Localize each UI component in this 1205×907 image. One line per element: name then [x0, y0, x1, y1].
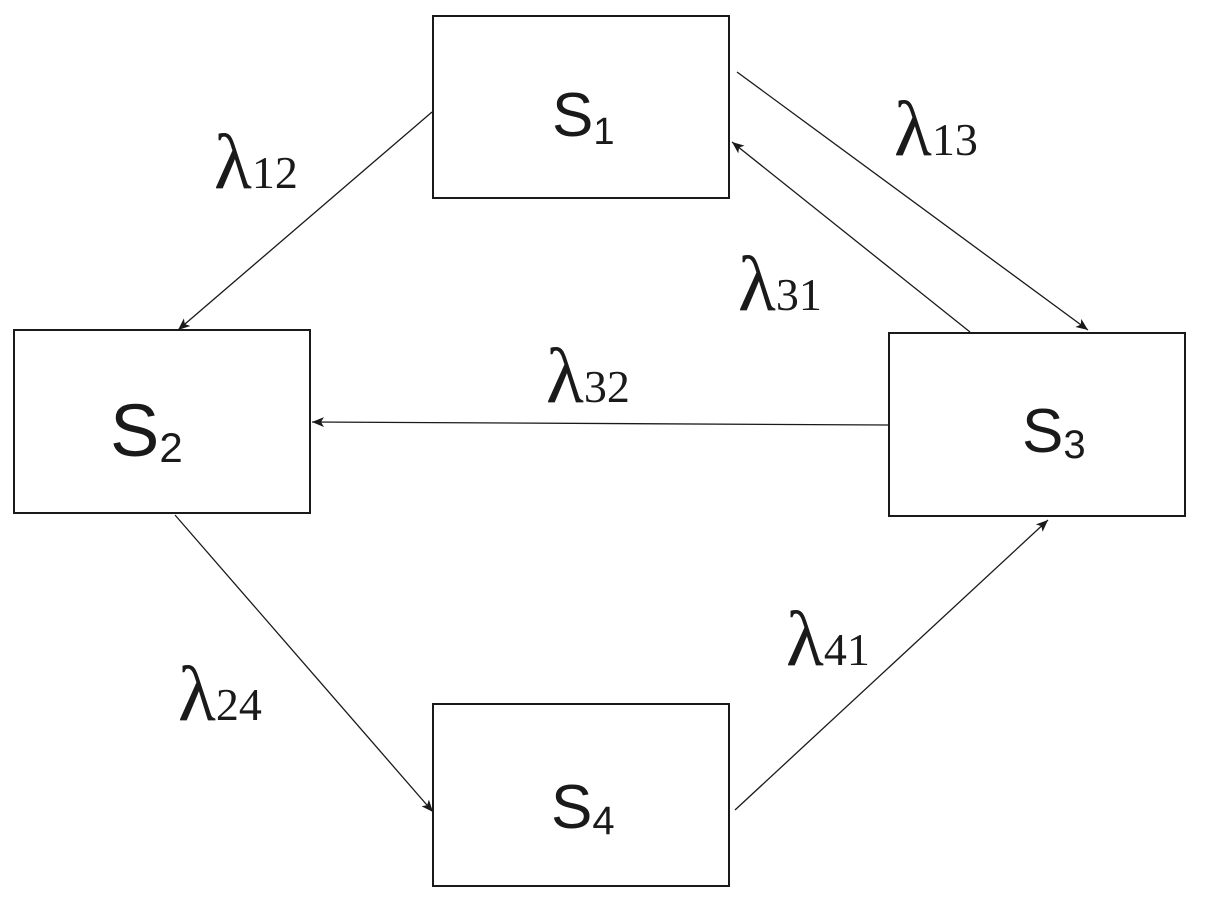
state-s2-index: 2 [159, 424, 182, 471]
label-lambda-31: λ31 [738, 240, 822, 327]
label-lambda-13: λ13 [894, 85, 978, 172]
state-s4-letter: S [551, 773, 592, 842]
state-s3: S3 [888, 332, 1186, 517]
edge-s3-to-s1 [731, 141, 971, 333]
edge-s4-to-s3 [734, 519, 1049, 811]
state-s1-letter: S [552, 81, 593, 150]
state-s2-letter: S [110, 389, 159, 472]
label-lambda-12: λ12 [214, 118, 298, 205]
edge-s1-to-s2 [177, 111, 433, 331]
edge-s2-to-s4 [174, 514, 434, 813]
label-lambda-24: λ24 [178, 650, 262, 737]
svg-text:S1: S1 [552, 81, 615, 153]
svg-text:S2: S2 [110, 389, 183, 472]
edge-s3-to-s2 [311, 417, 889, 428]
state-s2: S2 [13, 329, 311, 514]
state-s4-index: 4 [592, 799, 614, 843]
state-s4: S4 [432, 703, 730, 887]
label-lambda-41: λ41 [786, 595, 870, 682]
state-s1: S1 [432, 15, 730, 199]
label-lambda-32: λ32 [546, 332, 630, 419]
svg-text:S3: S3 [1022, 397, 1086, 467]
svg-text:S4: S4 [551, 773, 615, 843]
state-s3-index: 3 [1063, 423, 1085, 467]
edge-s1-to-s3 [736, 71, 1089, 331]
state-s3-letter: S [1022, 397, 1063, 466]
state-s1-index: 1 [593, 111, 614, 153]
